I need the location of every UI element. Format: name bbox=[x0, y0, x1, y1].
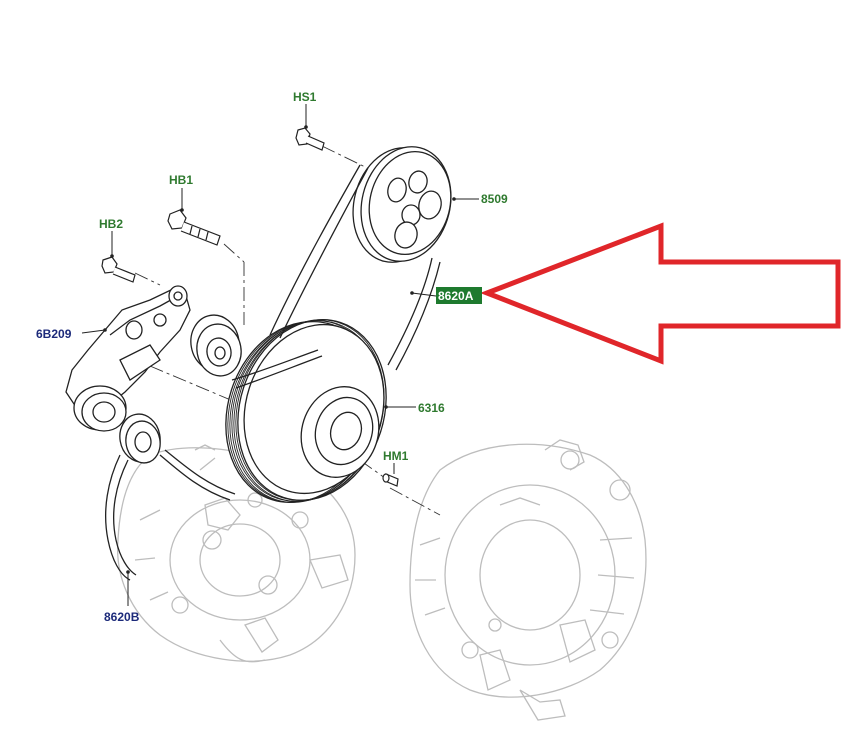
tensioner-6b209 bbox=[65, 285, 242, 464]
label-hb2: HB2 bbox=[99, 217, 123, 231]
bolt-hb1 bbox=[167, 209, 221, 246]
label-hb1: HB1 bbox=[169, 173, 193, 187]
label-8620b: 8620B bbox=[104, 610, 140, 624]
label-6b209: 6B209 bbox=[36, 327, 72, 341]
alternator-drawing bbox=[409, 439, 647, 721]
bolt-hs1 bbox=[295, 127, 325, 151]
label-hm1: HM1 bbox=[383, 449, 409, 463]
crankshaft-pulley-6316 bbox=[225, 319, 387, 503]
belt-8620b bbox=[105, 449, 236, 581]
label-hs1: HS1 bbox=[293, 90, 317, 104]
bolt-hm1 bbox=[382, 473, 399, 487]
leader-dots bbox=[103, 125, 456, 574]
pump-pulley-8509 bbox=[352, 146, 452, 263]
leader-lines bbox=[81, 104, 479, 606]
bolt-hb2 bbox=[101, 256, 136, 283]
label-6316: 6316 bbox=[418, 401, 445, 415]
highlight-box-8620a bbox=[436, 287, 482, 304]
belt-8620a bbox=[231, 164, 441, 389]
red-arrow-icon bbox=[480, 222, 841, 365]
label-8620a: 8620A bbox=[438, 289, 474, 303]
label-8509: 8509 bbox=[481, 192, 508, 206]
